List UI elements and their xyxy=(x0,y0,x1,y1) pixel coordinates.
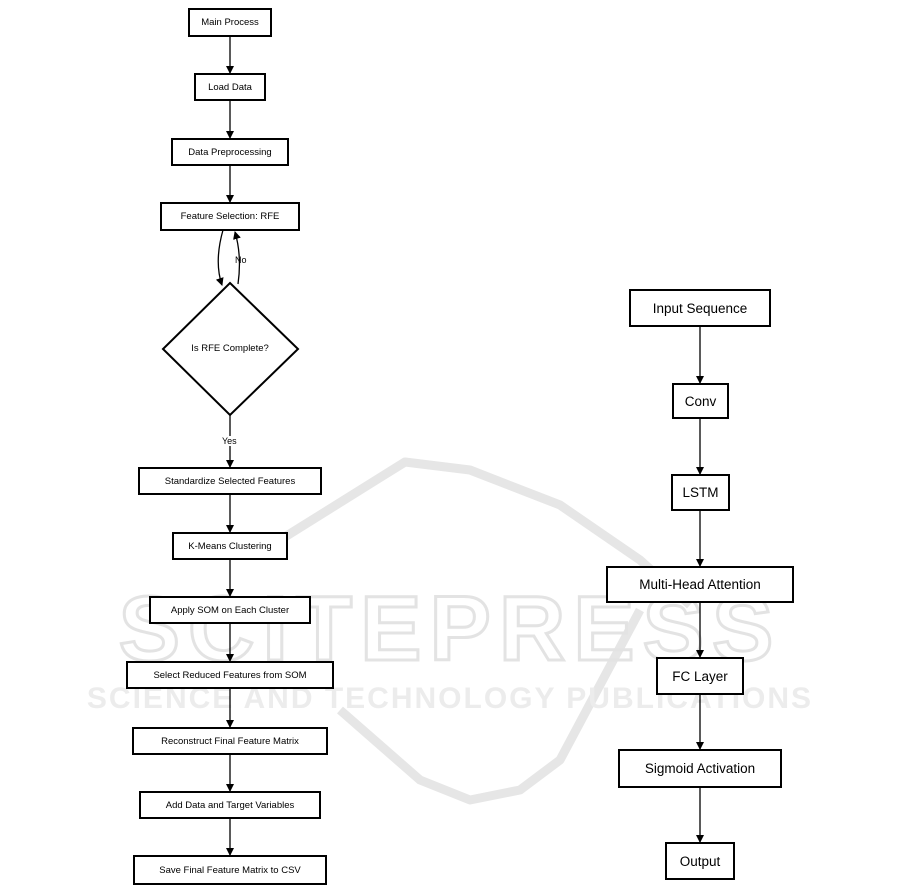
node-input-sequence: Input Sequence xyxy=(629,289,771,327)
node-select-reduced: Select Reduced Features from SOM xyxy=(126,661,334,689)
node-add-data: Add Data and Target Variables xyxy=(139,791,321,819)
node-reconstruct: Reconstruct Final Feature Matrix xyxy=(132,727,328,755)
node-standardize: Standardize Selected Features xyxy=(138,467,322,495)
node-lstm: LSTM xyxy=(671,474,730,511)
node-kmeans: K-Means Clustering xyxy=(172,532,288,560)
node-apply-som: Apply SOM on Each Cluster xyxy=(149,596,311,624)
node-data-preprocessing: Data Preprocessing xyxy=(171,138,289,166)
node-load-data: Load Data xyxy=(194,73,266,101)
node-main-process: Main Process xyxy=(188,8,272,37)
edge-decision-no-to-rfe xyxy=(233,231,241,285)
node-conv: Conv xyxy=(672,383,729,419)
node-sigmoid: Sigmoid Activation xyxy=(618,749,782,788)
node-feature-selection: Feature Selection: RFE xyxy=(160,202,300,231)
node-fc-layer: FC Layer xyxy=(656,657,744,695)
decision-diamond xyxy=(161,281,300,417)
edge-label-no: No xyxy=(235,255,247,265)
node-save-final: Save Final Feature Matrix to CSV xyxy=(133,855,327,885)
edge-label-yes: Yes xyxy=(222,436,237,446)
node-output: Output xyxy=(665,842,735,880)
decision-label: Is RFE Complete? xyxy=(191,343,269,354)
node-attention: Multi-Head Attention xyxy=(606,566,794,603)
edge-rfe-to-decision xyxy=(215,229,224,286)
